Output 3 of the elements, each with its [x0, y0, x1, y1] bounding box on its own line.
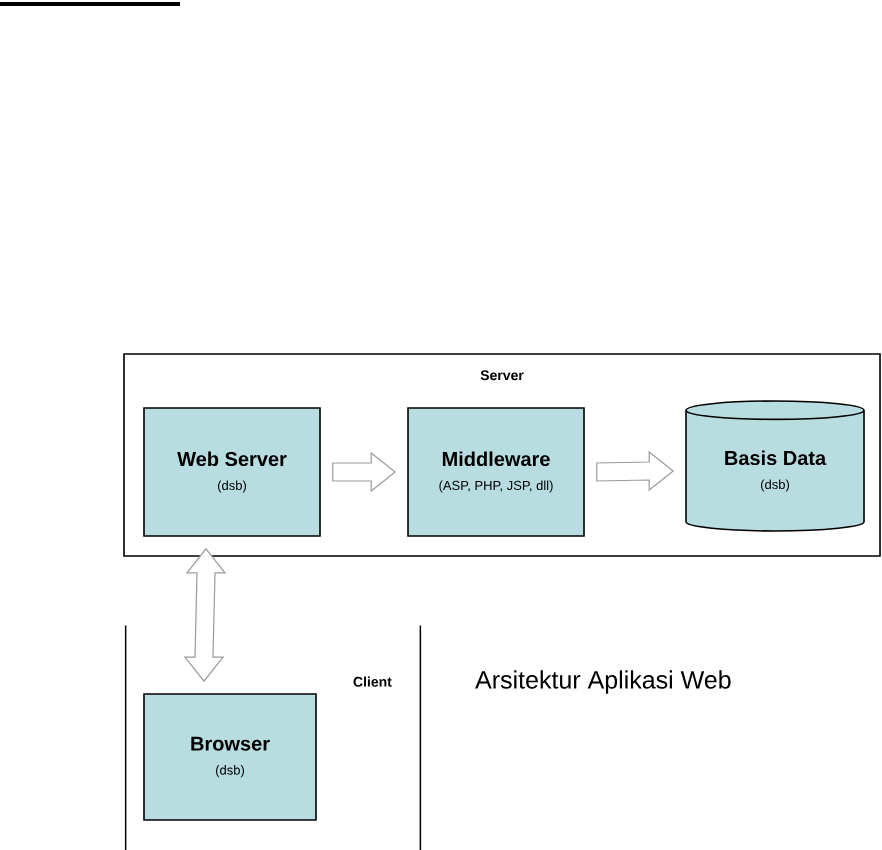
- caption: Arsitektur Aplikasi Web: [475, 670, 731, 694]
- block-arrow: [332, 451, 397, 493]
- block-arrow: [596, 450, 675, 492]
